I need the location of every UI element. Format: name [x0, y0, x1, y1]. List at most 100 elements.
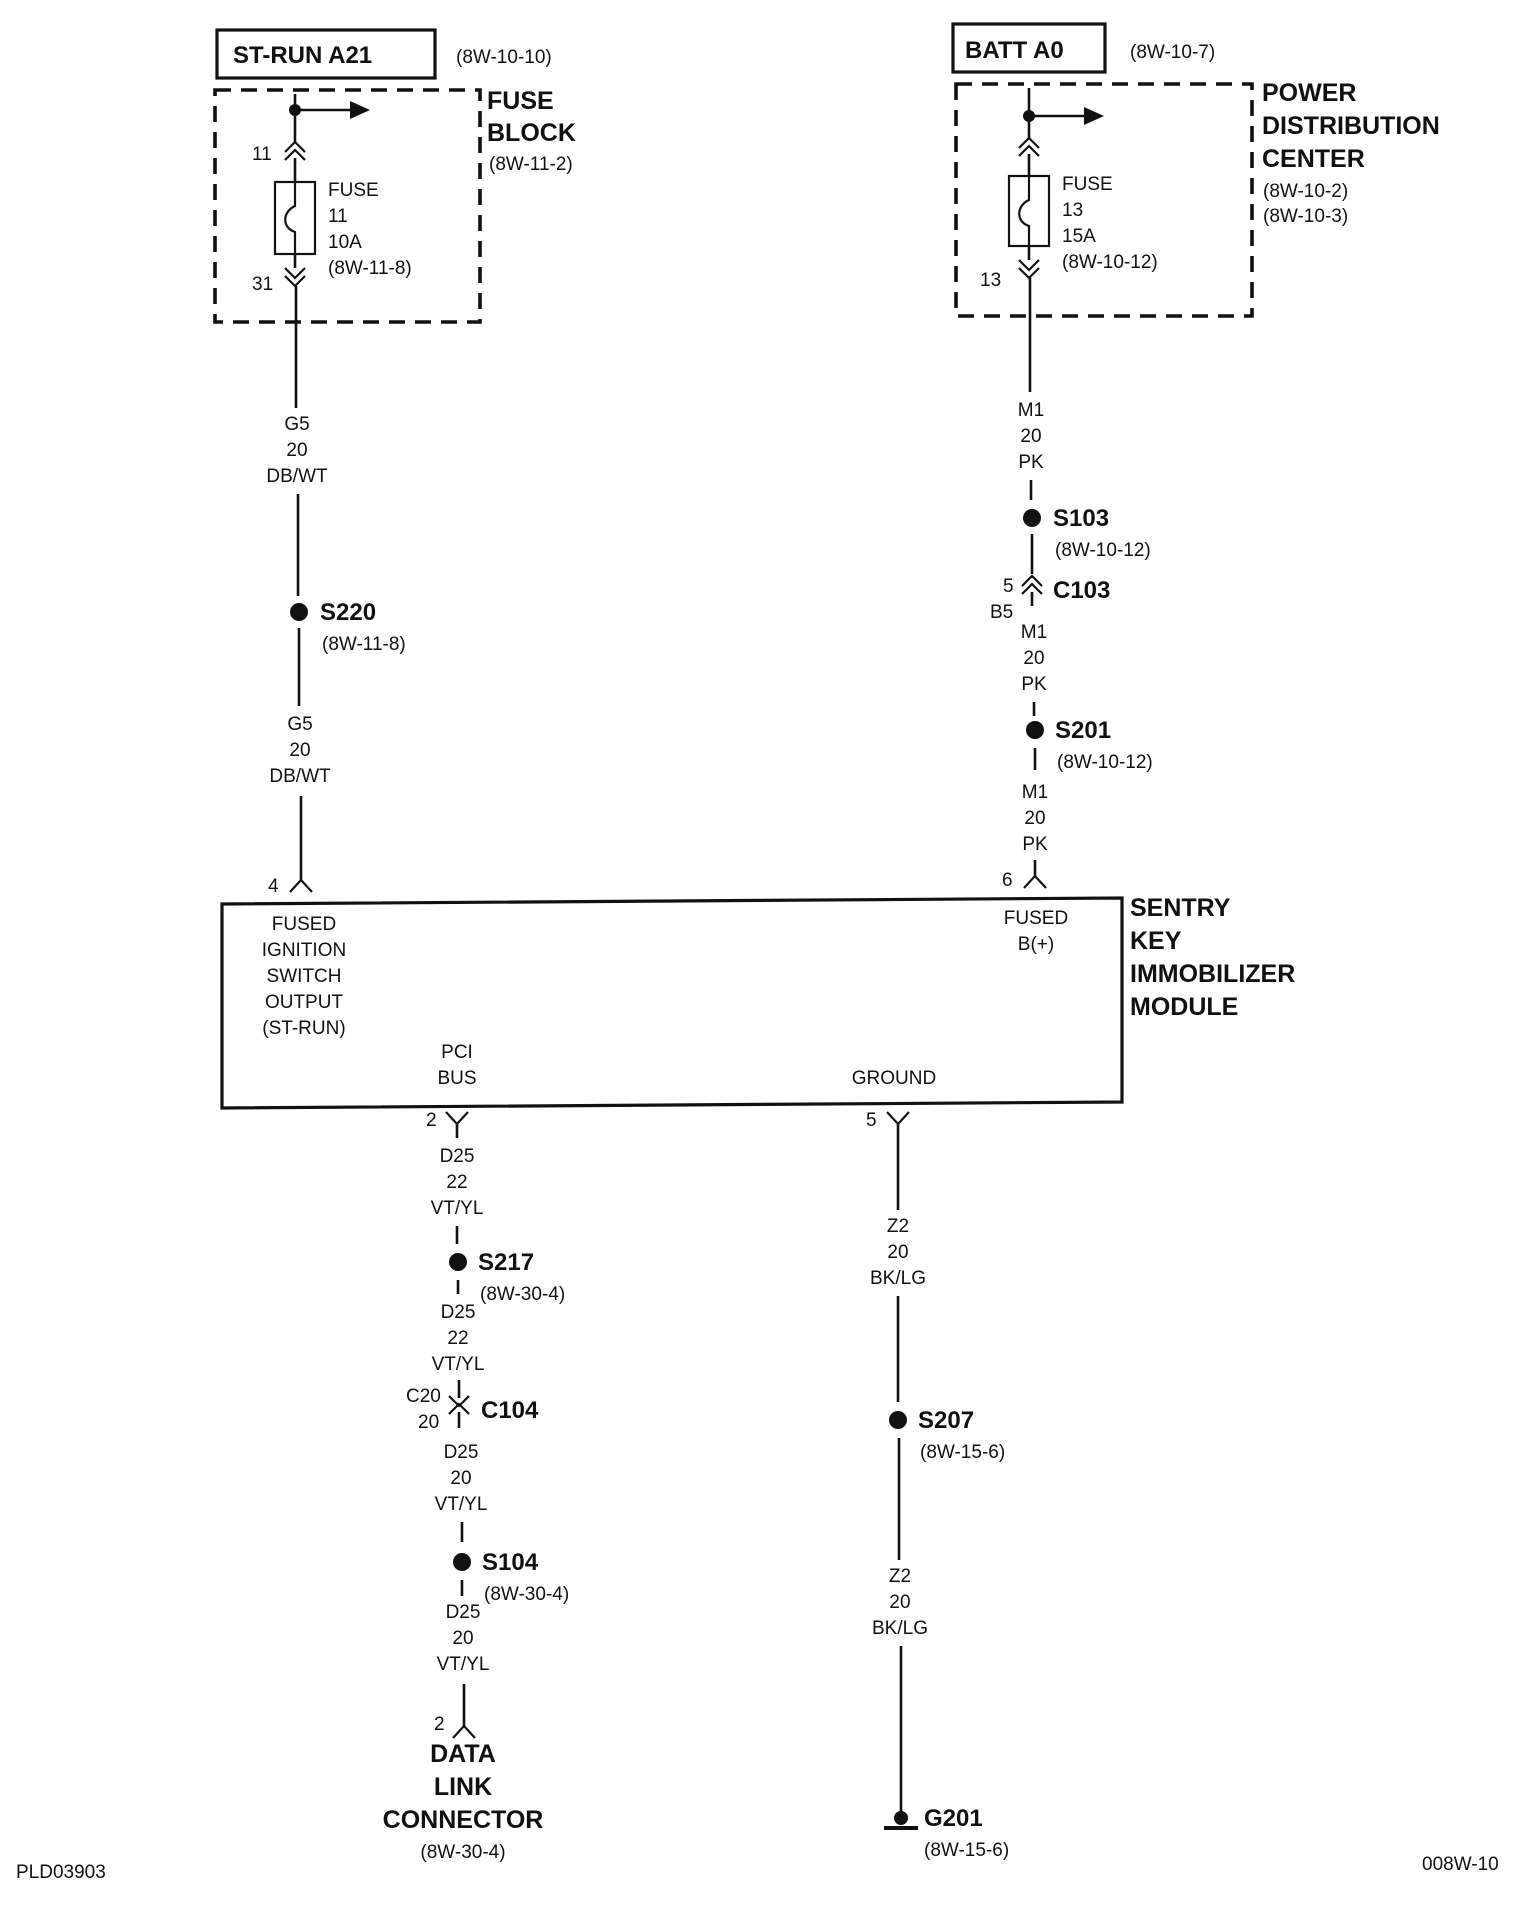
g5-seg1-circuit: G5 — [284, 414, 309, 435]
pin2-label: 2 — [426, 1110, 437, 1131]
batt-source-ref: (8W-10-7) — [1130, 42, 1215, 63]
m1-wire-group: M1 20 PK S103 (8W-10-12) 5 B5 C103 M1 20… — [990, 278, 1153, 891]
g5-seg1-color: DB/WT — [266, 466, 328, 487]
dlc-ref: (8W-30-4) — [420, 1842, 505, 1863]
fuse-block-ref: (8W-11-2) — [489, 154, 573, 175]
fuse-block-arrow-icon — [350, 101, 370, 119]
d25-seg4-circuit: D25 — [446, 1602, 481, 1623]
pin2-connector-icon — [445, 1111, 469, 1126]
c104-chevron-icon — [448, 1395, 470, 1408]
module-outline — [220, 896, 1124, 1110]
module-title-line4: MODULE — [1130, 993, 1238, 1021]
g5-wire-group: G5 20 DB/WT S220 (8W-11-8) G5 20 DB/WT 4 — [266, 286, 406, 897]
dlc-title-line3: CONNECTOR — [383, 1806, 544, 1834]
s207-name: S207 — [918, 1407, 974, 1434]
g201-name: G201 — [924, 1805, 983, 1832]
module-title-line1: SENTRY — [1130, 894, 1231, 922]
module-title-line3: IMMOBILIZER — [1130, 960, 1295, 988]
fuse-13-line1: FUSE — [1062, 174, 1113, 195]
st-run-source-box — [215, 28, 437, 80]
z2-seg1-gauge: 20 — [887, 1242, 908, 1263]
s217-splice-dot — [449, 1253, 467, 1271]
ign-output-line5: (ST-RUN) — [262, 1018, 345, 1039]
z2-seg1-circuit: Z2 — [887, 1216, 909, 1237]
st-run-source-label: ST-RUN A21 — [233, 42, 372, 69]
pin6-label: 6 — [1002, 870, 1013, 891]
fuse13-out-pin: 13 — [980, 270, 1001, 291]
z2-seg2-gauge: 20 — [889, 1592, 910, 1613]
m1-seg3-circuit: M1 — [1022, 782, 1048, 803]
s201-ref: (8W-10-12) — [1057, 752, 1153, 773]
d25-seg4-color: VT/YL — [437, 1654, 490, 1675]
m1-seg1-color: PK — [1018, 452, 1044, 473]
s104-name: S104 — [482, 1549, 539, 1576]
fuse-13-line2: 13 — [1062, 200, 1083, 221]
z2-seg2-circuit: Z2 — [889, 1566, 911, 1587]
d25-wire-group: 2 D25 22 VT/YL S217 (8W-30-4) D25 22 VT/… — [383, 1110, 570, 1863]
s220-ref: (8W-11-8) — [322, 634, 406, 655]
fuse13-out-chevron-icon — [1018, 259, 1040, 272]
fuse-11-line1: FUSE — [328, 180, 379, 201]
pdc-ref2: (8W-10-3) — [1263, 206, 1348, 227]
z2-seg1-color: BK/LG — [870, 1268, 926, 1289]
m1-seg3-color: PK — [1022, 834, 1048, 855]
c104-name: C104 — [481, 1397, 539, 1424]
c103-pin-a: 5 — [1003, 576, 1014, 597]
st-run-source-ref: (8W-10-10) — [456, 47, 552, 68]
fuse-13-element-icon — [1018, 176, 1031, 246]
ign-output-line2: IGNITION — [262, 940, 346, 961]
d25-seg1-gauge: 22 — [446, 1172, 467, 1193]
g201-ground-dot — [894, 1811, 908, 1825]
g5-seg2-circuit: G5 — [287, 714, 312, 735]
ign-output-line3: SWITCH — [267, 966, 342, 987]
g5-seg1-gauge: 20 — [286, 440, 307, 461]
d25-seg3-circuit: D25 — [444, 1442, 479, 1463]
s103-ref: (8W-10-12) — [1055, 540, 1151, 561]
z2-seg2-color: BK/LG — [872, 1618, 928, 1639]
m1-seg1-circuit: M1 — [1018, 400, 1044, 421]
fuse-11-line2: 11 — [328, 206, 348, 227]
fused-batt-line2: B(+) — [1018, 934, 1054, 955]
module-title-line2: KEY — [1130, 927, 1182, 955]
c103-name: C103 — [1053, 577, 1110, 604]
fuse-in-chevron2-icon — [284, 148, 306, 161]
fused-batt-line1: FUSED — [1004, 908, 1068, 929]
fuse13-in-chevron2-icon — [1018, 144, 1040, 157]
d25-seg2-color: VT/YL — [432, 1354, 485, 1375]
footer-right-code: 008W-10 — [1422, 1854, 1499, 1875]
dlc-title-line2: LINK — [434, 1773, 492, 1801]
d25-seg1-circuit: D25 — [440, 1146, 475, 1167]
pdc-arrow-icon — [1084, 107, 1104, 125]
c103-chevron-icon — [1021, 574, 1043, 587]
pdc-title-line3: CENTER — [1262, 145, 1365, 173]
fuse13-in-chevron-icon — [1018, 136, 1040, 149]
pin5-label: 5 — [866, 1110, 877, 1131]
sentry-key-module: SENTRY KEY IMMOBILIZER MODULE FUSED IGNI… — [220, 894, 1295, 1110]
g5-seg2-gauge: 20 — [289, 740, 310, 761]
s207-ref: (8W-15-6) — [920, 1442, 1005, 1463]
c103-chevron2-icon — [1021, 582, 1043, 595]
fuse-block-outline — [213, 88, 482, 324]
fuse-block-title-line2: BLOCK — [487, 119, 576, 147]
c104-pin-a: C20 — [406, 1386, 441, 1407]
pdc-outline — [954, 82, 1254, 318]
ign-output-line4: OUTPUT — [265, 992, 344, 1013]
fuse-block-title-line1: FUSE — [487, 87, 554, 115]
s201-name: S201 — [1055, 717, 1111, 744]
pdc-title-line1: POWER — [1262, 79, 1356, 107]
fuse-11-line4: (8W-11-8) — [328, 258, 412, 279]
pin4-label: 4 — [268, 876, 279, 897]
g5-seg2-color: DB/WT — [269, 766, 331, 787]
dlc-pin-connector-icon — [452, 1724, 476, 1739]
s217-name: S217 — [478, 1249, 534, 1276]
ground-terminal-label: GROUND — [852, 1068, 936, 1089]
pdc-ref1: (8W-10-2) — [1263, 181, 1348, 202]
d25-seg2-gauge: 22 — [447, 1328, 468, 1349]
fuse-13-line4: (8W-10-12) — [1062, 252, 1158, 273]
fuse-out-chevron-icon — [284, 267, 306, 280]
fuse-block-group: ST-RUN A21 (8W-10-10) FUSE BLOCK (8W-11-… — [213, 28, 576, 324]
batt-source-label: BATT A0 — [965, 37, 1064, 64]
s104-ref: (8W-30-4) — [484, 1584, 569, 1605]
m1-seg1-gauge: 20 — [1020, 426, 1041, 447]
